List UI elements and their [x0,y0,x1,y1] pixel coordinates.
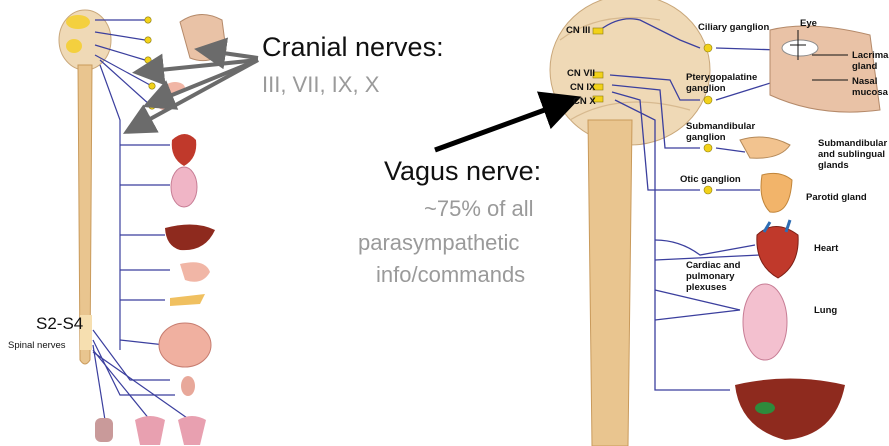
eye-label: Eye [800,18,817,29]
right-spinal-cord [588,120,632,446]
vagus-arrow [435,100,572,150]
submandibular-ganglion-label: Submandibular ganglion [686,121,776,143]
left-brain [59,10,111,70]
left-ganglia [145,17,155,109]
cn-label-iii: CN III [566,25,590,36]
lung-label: Lung [814,305,837,316]
cn-label-ix: CN IX [570,82,595,93]
vagus-detail-1: ~75% of all [424,196,533,222]
cn-label-vii: CN VII [567,68,595,79]
cranial-nerves-list: III, VII, IX, X [262,72,379,98]
cranial-nerves-title: Cranial nerves: [262,32,444,63]
vagus-detail-2: parasympathetic [358,230,519,256]
pterygopalatine-ganglion-label: Pterygopalatine ganglion [686,72,776,94]
heart-label: Heart [814,243,838,254]
spinal-nerves-label: Spinal nerves [8,340,66,351]
sacral-label: S2-S4 [36,314,83,334]
otic-ganglion-label: Otic ganglion [680,174,741,185]
submandibular-sublingual-label: Submandibular and sublingual glands [818,138,889,171]
cn-label-x: CN X [573,96,596,107]
cardiac-pulmonary-plexuses-label: Cardiac and pulmonary plexuses [686,260,756,293]
lacrimal-gland-label: Lacrimal gland [852,50,889,72]
nasal-mucosa-label: Nasal mucosa [852,76,889,98]
parotid-gland-label: Parotid gland [806,192,867,203]
vagus-detail-3: info/commands [376,262,525,288]
ciliary-ganglion-label: Ciliary ganglion [698,22,770,33]
vagus-nerve-title: Vagus nerve: [384,156,541,187]
